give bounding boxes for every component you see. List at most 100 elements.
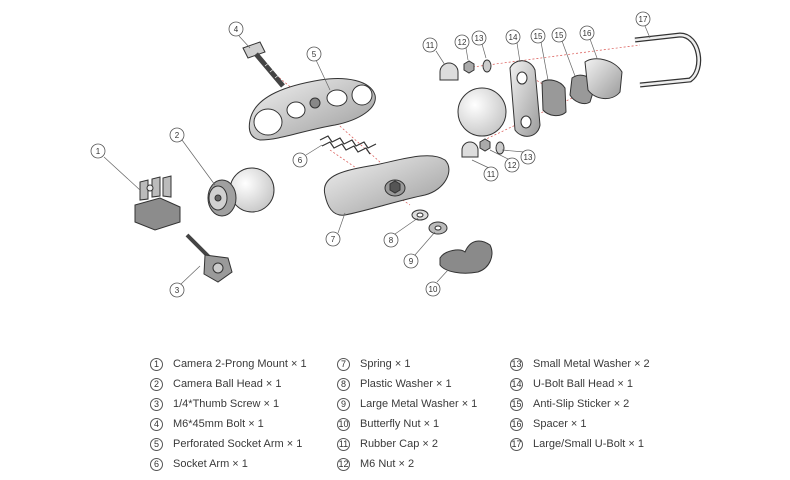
legend-number: 1 (150, 357, 163, 371)
legend-label: M6*45mm Bolt × 1 (173, 418, 264, 430)
legend-label: Perforated Socket Arm × 1 (173, 438, 303, 450)
callout-6: 6 (292, 152, 308, 168)
svg-text:14: 14 (509, 33, 518, 42)
legend-label: Camera 2-Prong Mount × 1 (173, 358, 307, 370)
legend-number: 12 (337, 457, 350, 471)
svg-text:13: 13 (524, 153, 533, 162)
legend-number: 8 (337, 377, 350, 391)
svg-text:13: 13 (475, 34, 484, 43)
m6-bolt-part (242, 41, 285, 88)
legend-label: Spacer × 1 (533, 418, 587, 430)
rubber-cap-part (439, 62, 479, 158)
legend-number: 15 (510, 397, 523, 411)
legend-label: Large/Small U-Bolt × 1 (533, 438, 644, 450)
legend-label: M6 Nut × 2 (360, 458, 415, 470)
camera-ball-head-part (207, 167, 275, 217)
legend-number: 2 (150, 377, 163, 391)
callout-9: 9 (403, 253, 419, 269)
legend-item: 10 Butterfly Nut × 1 (337, 414, 477, 434)
u-bolt-part (634, 32, 702, 88)
callout-11-top: 11 (422, 37, 438, 53)
svg-text:4: 4 (234, 25, 239, 34)
small-metal-washer-part (482, 59, 505, 155)
callout-4: 4 (228, 21, 244, 37)
legend-number: 14 (510, 377, 523, 391)
legend-number: 4 (150, 417, 163, 431)
callout-15-b: 15 (551, 27, 567, 43)
legend-label: U-Bolt Ball Head × 1 (533, 378, 633, 390)
callout-5: 5 (306, 46, 322, 62)
legend-item: 7 Spring × 1 (337, 354, 477, 374)
legend-label: Anti-Slip Sticker × 2 (533, 398, 630, 410)
svg-text:16: 16 (583, 29, 592, 38)
svg-text:6: 6 (298, 156, 303, 165)
svg-text:15: 15 (534, 32, 543, 41)
legend-number: 7 (337, 357, 350, 371)
thumb-screw-part (185, 233, 233, 283)
svg-text:11: 11 (487, 170, 496, 179)
legend-number: 5 (150, 437, 163, 451)
legend-number: 10 (337, 417, 350, 431)
legend-label: Rubber Cap × 2 (360, 438, 438, 450)
callout-2: 2 (169, 127, 185, 143)
leader-lines (103, 25, 651, 285)
svg-text:8: 8 (389, 236, 394, 245)
spacer-part (584, 58, 623, 99)
callout-17: 17 (635, 11, 651, 27)
svg-text:5: 5 (312, 50, 317, 59)
legend-label: Large Metal Washer × 1 (360, 398, 478, 410)
svg-text:12: 12 (458, 38, 467, 47)
svg-text:3: 3 (175, 286, 180, 295)
m6-nut-part (463, 60, 491, 152)
callout-11-bottom: 11 (483, 166, 499, 182)
callout-16: 16 (579, 25, 595, 41)
legend-number: 13 (510, 357, 523, 371)
legend-column-1: 1 Camera 2-Prong Mount × 1 2 Camera Ball H… (150, 354, 307, 474)
svg-text:15: 15 (555, 31, 564, 40)
legend-label: Spring × 1 (360, 358, 411, 370)
svg-text:10: 10 (429, 285, 438, 294)
callout-14: 14 (505, 29, 521, 45)
callout-13-bottom: 13 (520, 149, 536, 165)
plastic-washer-part (411, 209, 429, 221)
svg-text:12: 12 (508, 161, 517, 170)
callout-7: 7 (325, 231, 341, 247)
legend-item: 13 Small Metal Washer × 2 (510, 354, 650, 374)
butterfly-nut-part (439, 240, 493, 274)
legend-item: 3 1/4*Thumb Screw × 1 (150, 394, 307, 414)
callout-12-top: 12 (454, 34, 470, 50)
socket-arm-part (323, 155, 450, 216)
legend-label: Camera Ball Head × 1 (173, 378, 282, 390)
legend-number: 3 (150, 397, 163, 411)
legend-label: Socket Arm × 1 (173, 458, 248, 470)
svg-text:2: 2 (175, 131, 180, 140)
legend-label: 1/4*Thumb Screw × 1 (173, 398, 280, 410)
legend-number: 9 (337, 397, 350, 411)
svg-text:11: 11 (426, 41, 435, 50)
parts-legend: 1 Camera 2-Prong Mount × 1 2 Camera Ball H… (0, 354, 790, 474)
legend-label: Butterfly Nut × 1 (360, 418, 440, 430)
large-metal-washer-part (428, 221, 448, 235)
camera-2-prong-mount-part (134, 175, 181, 231)
callout-12-bottom: 12 (504, 157, 520, 173)
callout-15-a: 15 (530, 28, 546, 44)
legend-column-3: 13 Small Metal Washer × 2 14 U-Bolt Ball H… (510, 354, 650, 454)
exploded-parts-diagram: 1 2 3 4 5 6 7 8 9 10 11 12 13 14 15 15 1… (90, 11, 702, 298)
legend-number: 6 (150, 457, 163, 471)
callout-3: 3 (169, 282, 185, 298)
legend-item: 5 Perforated Socket Arm × 1 (150, 434, 307, 454)
legend-item: 12 M6 Nut × 2 (337, 454, 477, 474)
callout-1: 1 (90, 143, 106, 159)
perforated-socket-arm-part (248, 78, 376, 141)
spring-part (319, 135, 377, 155)
legend-number: 17 (510, 437, 523, 451)
legend-item: 9 Large Metal Washer × 1 (337, 394, 477, 414)
svg-text:7: 7 (331, 235, 336, 244)
legend-item: 15 Anti-Slip Sticker × 2 (510, 394, 650, 414)
legend-label: Small Metal Washer × 2 (533, 358, 650, 370)
svg-text:17: 17 (639, 15, 648, 24)
